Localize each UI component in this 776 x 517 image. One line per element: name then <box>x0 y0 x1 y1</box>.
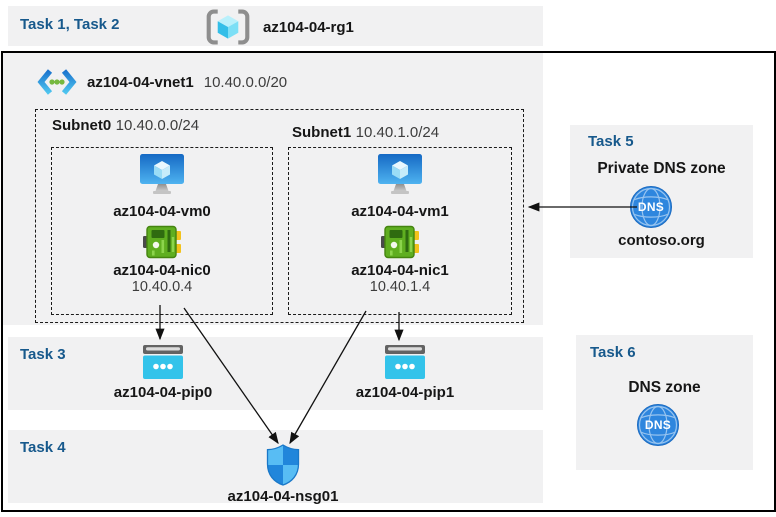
vnet-header: az104-04-vnet1 10.40.0.0/20 <box>37 67 287 97</box>
vm0-icon <box>139 154 185 196</box>
nic1-ip: 10.40.1.4 <box>369 279 431 295</box>
nsg-name: az104-04-nsg01 <box>227 488 339 505</box>
vnet-cidr: 10.40.0.0/20 <box>203 73 288 91</box>
nic0-name: az104-04-nic0 <box>113 262 211 279</box>
task5-label: Task 5 <box>588 133 634 150</box>
nic1-name: az104-04-nic1 <box>351 262 449 279</box>
resource-group-band: Task 1, Task 2 az104-04-rg1 <box>8 6 543 46</box>
private-dns-zone-name: contoso.org <box>618 232 705 249</box>
task6-label: Task 6 <box>590 344 636 361</box>
vm1-icon <box>377 154 423 196</box>
task6-panel: Task 6 DNS zone DNS <box>576 335 753 470</box>
pip0-group: az104-04-pip0 <box>98 345 228 401</box>
vnet-panel: az104-04-vnet1 10.40.0.0/20 Subnet0 10.4… <box>3 53 543 325</box>
vm0-name: az104-04-vm0 <box>113 203 211 220</box>
pip1-name: az104-04-pip1 <box>355 384 455 401</box>
dns-zone-title: DNS zone <box>628 379 701 396</box>
subnet1-label: Subnet1 10.40.1.0/24 <box>292 124 439 142</box>
nsg-group: az104-04-nsg01 <box>213 444 353 505</box>
virtual-network-icon <box>37 67 77 97</box>
task5-panel: Task 5 Private DNS zone DNS contoso.org <box>570 125 753 258</box>
task-1-2-label: Task 1, Task 2 <box>20 16 120 33</box>
vnet-name: az104-04-vnet1 <box>87 73 194 91</box>
pip1-group: az104-04-pip1 <box>340 345 470 401</box>
subnet1-content: az104-04-vm1 az104-04-nic1 10.40.1.4 <box>289 154 511 295</box>
private-dns-zone-title: Private DNS zone <box>597 160 726 177</box>
subnet1-box: az104-04-vm1 az104-04-nic1 10.40.1.4 <box>288 147 512 315</box>
nic0-icon <box>143 225 181 259</box>
vm1-name: az104-04-vm1 <box>351 203 449 220</box>
task4-band: Task 4 az104-04-nsg01 <box>8 430 543 505</box>
subnet0-label: Subnet0 10.40.0.0/24 <box>52 117 199 135</box>
subnet0-content: az104-04-vm0 az104-04-nic0 10.40.0.4 <box>52 154 272 295</box>
subnet0-cidr: 10.40.0.0/24 <box>115 117 200 134</box>
subnet1-name: Subnet1 <box>292 124 352 141</box>
private-dns-icon-wrap: DNS <box>629 185 673 229</box>
resource-group: az104-04-rg1 <box>204 9 354 45</box>
task3-band: Task 3 az104-04-pip0 az104-04-pip1 <box>8 337 543 410</box>
resource-group-name: az104-04-rg1 <box>263 18 354 36</box>
resource-group-icon <box>204 9 252 45</box>
task3-label: Task 3 <box>20 346 66 363</box>
subnet0-box: az104-04-vm0 az104-04-nic0 10.40.0.4 <box>51 147 273 315</box>
pip0-name: az104-04-pip0 <box>113 384 213 401</box>
address-space-box: Subnet0 10.40.0.0/24 Subnet1 10.40.1.0/2… <box>35 109 524 323</box>
nic1-icon <box>381 225 419 259</box>
nsg-shield-icon <box>265 444 301 486</box>
nic0-ip: 10.40.0.4 <box>131 279 193 295</box>
pip1-icon <box>385 345 425 379</box>
subnet1-cidr: 10.40.1.0/24 <box>355 124 440 141</box>
dns-zone-icon-wrap: DNS <box>636 403 680 447</box>
pip0-icon <box>143 345 183 379</box>
private-dns-icon-text: DNS <box>637 200 665 214</box>
subnet0-name: Subnet0 <box>52 117 112 134</box>
task4-label: Task 4 <box>20 439 66 456</box>
dns-zone-icon-text: DNS <box>644 418 672 432</box>
